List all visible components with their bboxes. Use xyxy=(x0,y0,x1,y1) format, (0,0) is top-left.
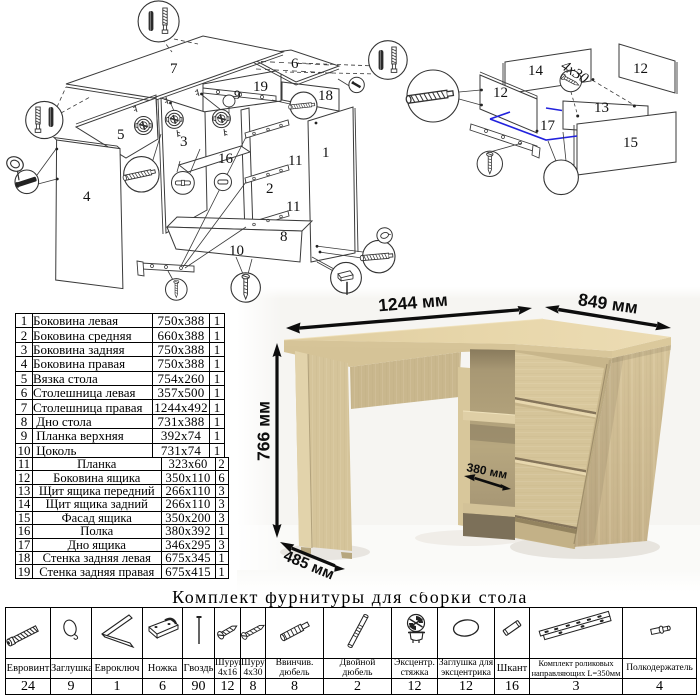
svg-text:17: 17 xyxy=(540,118,556,134)
svg-text:11: 11 xyxy=(288,153,302,169)
svg-text:11: 11 xyxy=(286,199,300,215)
svg-text:2: 2 xyxy=(266,181,274,197)
svg-text:10: 10 xyxy=(229,243,244,259)
svg-text:4: 4 xyxy=(83,189,91,205)
svg-text:7: 7 xyxy=(170,61,178,77)
svg-text:8: 8 xyxy=(280,229,288,245)
svg-text:12: 12 xyxy=(493,85,508,101)
svg-text:9: 9 xyxy=(234,87,241,102)
svg-text:12: 12 xyxy=(633,61,648,77)
svg-text:3: 3 xyxy=(180,134,188,150)
svg-text:18: 18 xyxy=(318,88,333,104)
svg-text:6: 6 xyxy=(291,56,299,72)
svg-text:15: 15 xyxy=(623,135,638,151)
svg-text:14: 14 xyxy=(528,63,544,79)
svg-text:19: 19 xyxy=(253,79,268,95)
svg-text:1: 1 xyxy=(322,145,330,161)
svg-text:16: 16 xyxy=(218,151,234,167)
svg-text:766 мм: 766 мм xyxy=(254,401,274,461)
svg-text:5: 5 xyxy=(117,127,125,143)
svg-text:13: 13 xyxy=(594,100,609,116)
